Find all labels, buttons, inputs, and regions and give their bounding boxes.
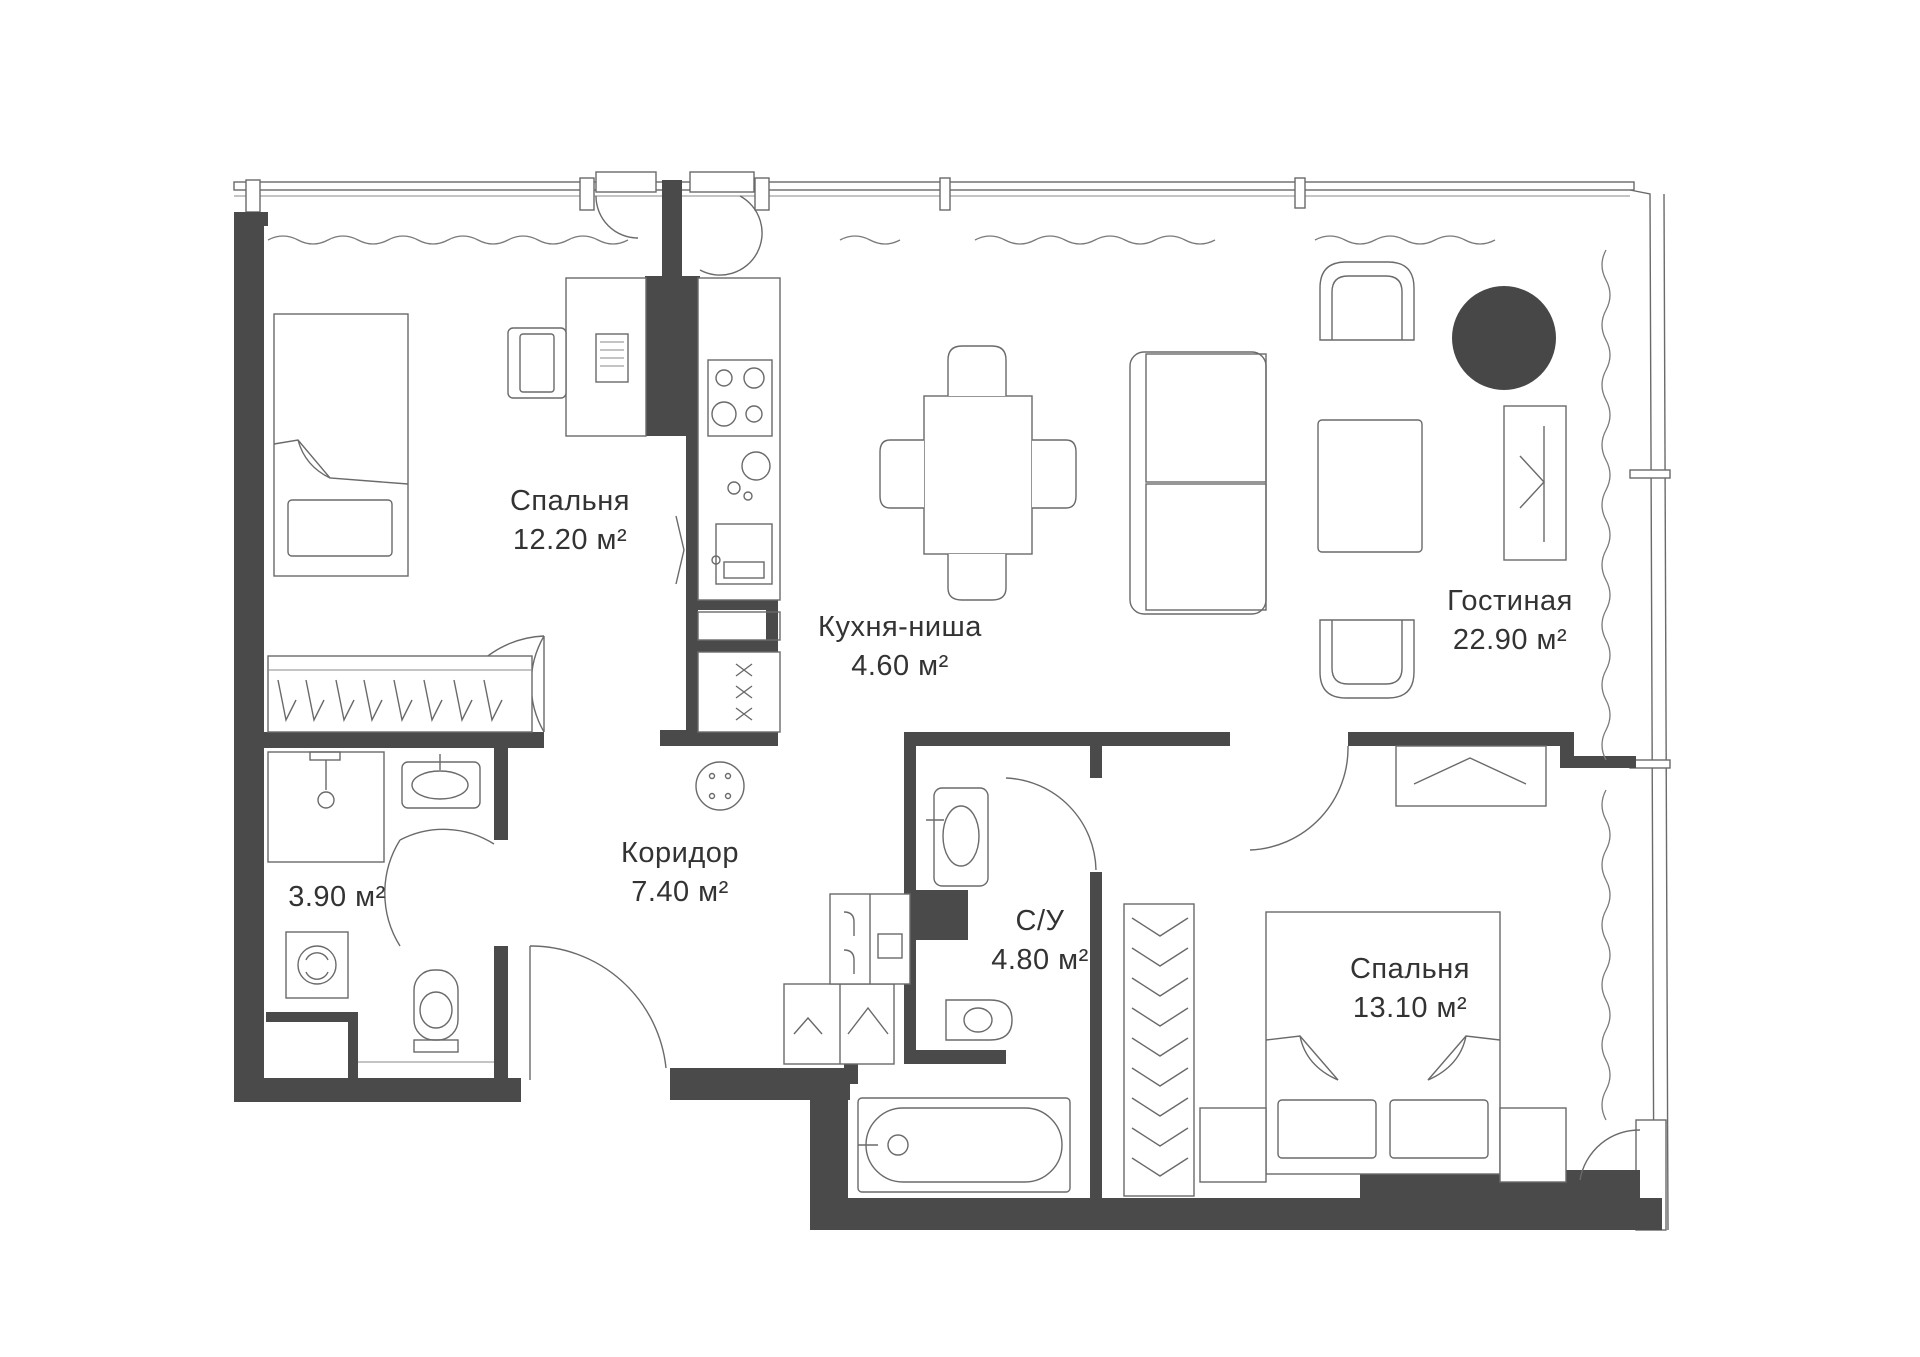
room-area: 4.80 м² [991, 944, 1089, 977]
wardrobe [267, 655, 533, 733]
sink-bath1 [401, 761, 481, 809]
wardrobe2 [1123, 903, 1195, 1197]
pillow2-left [1277, 1099, 1377, 1159]
room-area: 7.40 м² [631, 876, 729, 909]
bathtub [857, 1097, 1071, 1193]
room-area: 12.20 м² [512, 524, 628, 557]
kitchen-furniture [695, 277, 781, 811]
bedroom2-furniture [1123, 745, 1567, 1197]
nightstand-left [1199, 1107, 1267, 1183]
hanger-rack [783, 983, 895, 1065]
room-area: 3.90 м² [288, 881, 386, 913]
room-label-bathroom2: С/У 4.80 м² [960, 902, 1120, 980]
glazing-top [233, 171, 1635, 213]
room-area: 22.90 м² [1452, 624, 1568, 657]
bedroom1-furniture [267, 277, 685, 733]
armchair-bottom [1319, 619, 1415, 699]
pillow2-right [1389, 1099, 1489, 1159]
coffee-table [1317, 419, 1423, 553]
room-label-bathroom1: 3.90 м² [262, 878, 412, 917]
room-name: Кухня-ниша [818, 611, 982, 643]
round-side-table [1452, 286, 1556, 390]
sink-bath2 [933, 787, 989, 887]
room-name: Коридор [620, 837, 740, 869]
bathroom1-fixtures [267, 751, 494, 1063]
living-furniture [879, 261, 1567, 699]
room-label-kitchen: Кухня-ниша 4.60 м² [780, 608, 1020, 686]
dining-table [923, 395, 1033, 555]
curtains [267, 235, 1611, 1121]
bathroom2-fixtures [857, 787, 1071, 1193]
armchair-top [1319, 261, 1415, 341]
room-name: Гостиная [1447, 585, 1573, 617]
room-area: 4.60 м² [851, 650, 949, 683]
fridge [697, 651, 781, 733]
walls [234, 180, 1662, 1230]
glazing-right [1629, 189, 1671, 1231]
room-name: С/У [1015, 905, 1065, 937]
room-label-living: Гостиная 22.90 м² [1400, 582, 1620, 660]
toilet-bath2 [945, 999, 1013, 1041]
room-label-bedroom2: Спальня 13.10 м² [1300, 950, 1520, 1028]
sofa [1129, 351, 1267, 615]
room-label-corridor: Коридор 7.40 м² [580, 834, 780, 912]
pillow [287, 499, 393, 557]
stool [695, 761, 745, 811]
sink [715, 523, 773, 585]
nightstand-right [1499, 1107, 1567, 1183]
room-name: Спальня [1349, 953, 1471, 985]
washing-machine [285, 931, 349, 999]
tv-stand2 [1395, 745, 1547, 807]
corridor-fixtures [783, 893, 911, 1065]
tv-stand [1503, 405, 1567, 561]
room-area: 13.10 м² [1352, 992, 1468, 1025]
room-name: Спальня [509, 485, 631, 517]
room-label-bedroom1: Спальня 12.20 м² [460, 482, 680, 560]
desk-chair [507, 327, 567, 399]
